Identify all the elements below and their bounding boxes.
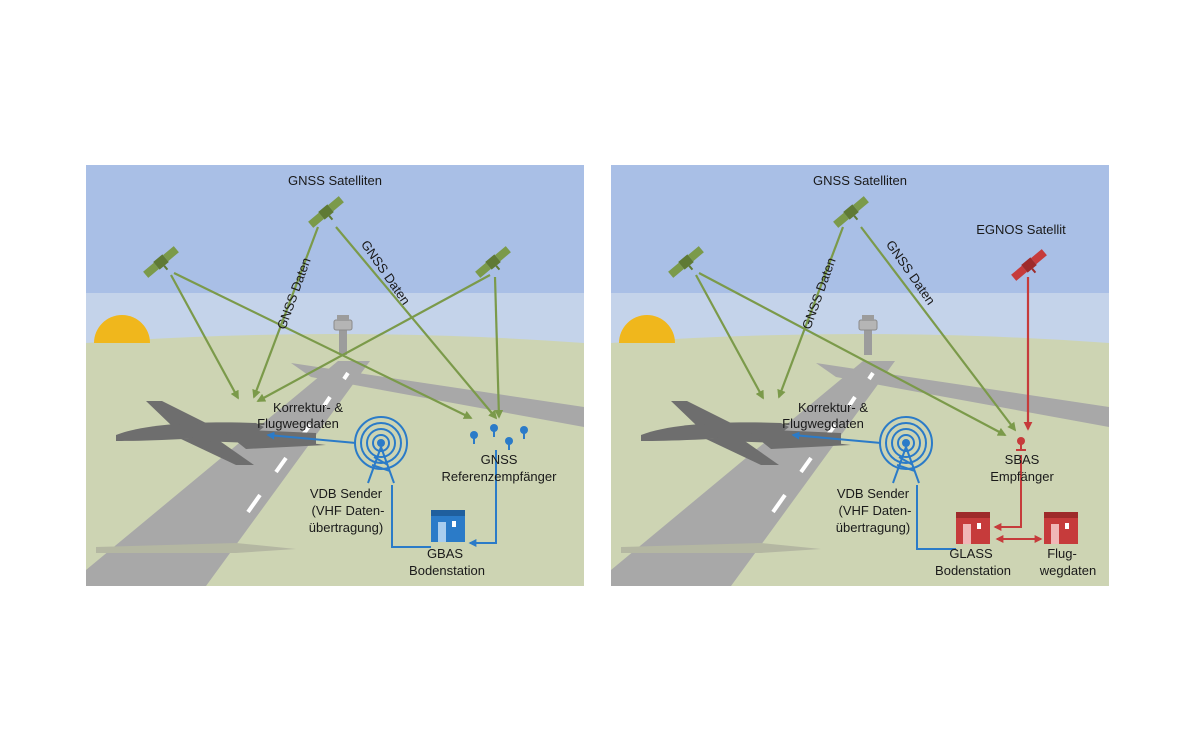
- receiver-label-line1: GNSS: [481, 452, 518, 467]
- gnss-satellite-1: [668, 246, 704, 278]
- vdb-label-line3: übertragung): [836, 520, 910, 535]
- receiver-label-line2: Referenzempfänger: [442, 469, 558, 484]
- correction-label-line2: Flugwegdaten: [257, 416, 339, 431]
- vdb-label-line2: (VHF Daten-: [839, 503, 912, 518]
- airplane: [116, 401, 326, 465]
- receiver-label-line2: Empfänger: [990, 469, 1054, 484]
- flight-data-station: [1044, 512, 1078, 544]
- control-tower: [858, 315, 878, 355]
- gnss-satellite-1: [143, 246, 179, 278]
- sbas-data-links: [993, 455, 1043, 543]
- sbas-receiver: [1016, 437, 1026, 451]
- vdb-data-links: [791, 431, 956, 550]
- receiver-label-line1: SBAS: [1005, 452, 1040, 467]
- gnss-signal-arrows: [170, 226, 504, 420]
- sbas-diagram-svg: GNSS Satelliten EGNOS Satellit GNSS Date…: [611, 165, 1109, 586]
- vdb-label-line1: VDB Sender: [310, 486, 383, 501]
- gnss-satellite-2: [308, 196, 344, 228]
- satellites-label: GNSS Satelliten: [288, 173, 382, 188]
- sun: [619, 315, 675, 343]
- control-tower: [333, 315, 353, 355]
- runway: [611, 361, 895, 586]
- egnos-satellite-label: EGNOS Satellit: [976, 222, 1066, 237]
- flight-data-label-line2: wegdaten: [1039, 563, 1096, 578]
- vdb-label-line1: VDB Sender: [837, 486, 910, 501]
- station-label-line1: GLASS: [949, 546, 993, 561]
- airplane-ground-shadow: [621, 543, 821, 553]
- glass-ground-station: [956, 512, 990, 544]
- station-label-line2: Bodenstation: [409, 563, 485, 578]
- gbas-ground-station: [431, 510, 465, 542]
- gnss-signal-arrows: [695, 226, 1017, 436]
- airplane-ground-shadow: [96, 543, 296, 553]
- sun: [94, 315, 150, 343]
- station-label-line1: GBAS: [427, 546, 463, 561]
- correction-label-line2: Flugwegdaten: [782, 416, 864, 431]
- airplane: [641, 401, 851, 465]
- runway: [86, 361, 370, 586]
- cross-runway: [816, 363, 1109, 427]
- correction-label-line1: Korrektur- &: [273, 400, 343, 415]
- vdb-antenna: [879, 416, 933, 484]
- correction-label-line1: Korrektur- &: [798, 400, 868, 415]
- satellites-label: GNSS Satelliten: [813, 173, 907, 188]
- runway-centerline: [246, 371, 350, 514]
- reference-receivers: [470, 424, 528, 450]
- vdb-antenna: [354, 416, 408, 484]
- sbas-diagram-panel: GNSS Satelliten EGNOS Satellit GNSS Date…: [611, 165, 1109, 586]
- gbas-diagram-panel: GNSS Satelliten GNSS Daten GNSS Daten Ko…: [86, 165, 584, 586]
- gbas-data-links: [266, 431, 497, 548]
- vdb-label-line2: (VHF Daten-: [312, 503, 385, 518]
- gnss-satellite-2: [833, 196, 869, 228]
- cross-runway: [291, 363, 584, 427]
- vdb-label-line3: übertragung): [309, 520, 383, 535]
- gbas-diagram-svg: GNSS Satelliten GNSS Daten GNSS Daten Ko…: [86, 165, 584, 586]
- station-label-line2: Bodenstation: [935, 563, 1011, 578]
- egnos-satellite: [1011, 249, 1047, 281]
- gnss-satellite-3: [475, 246, 511, 278]
- flight-data-label-line1: Flug-: [1047, 546, 1077, 561]
